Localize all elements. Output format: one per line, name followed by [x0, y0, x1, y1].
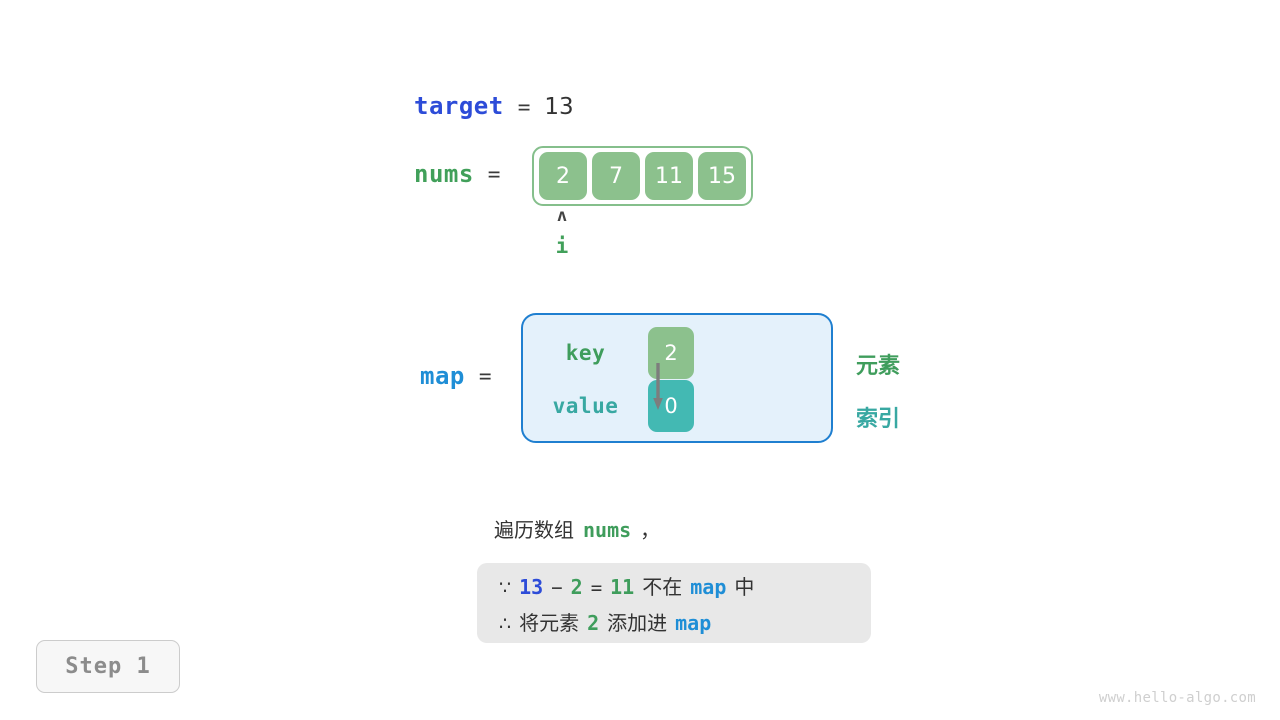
watermark: www.hello-algo.com [1098, 690, 1256, 706]
explanation-heading: 遍历数组 nums ， [494, 514, 660, 543]
map-key-label: key [565, 341, 606, 365]
nums-declaration: nums = [414, 160, 500, 188]
line1-map-word: map [690, 574, 727, 599]
nums-variable-label: nums [414, 160, 474, 188]
map-value-row: value 0 [523, 380, 831, 432]
map-variable-label: map [420, 362, 465, 390]
line1-target-value: 13 [519, 574, 544, 599]
map-key-row: key 2 [523, 327, 831, 379]
explanation-heading-variable: nums [583, 518, 632, 542]
hash-map-container: key 2 value 0 [521, 313, 833, 443]
line1-equals-operator: = [590, 576, 603, 599]
index-pointer-label: i [555, 234, 569, 258]
map-equals-sign: = [478, 364, 492, 388]
target-equals-sign: = [517, 95, 531, 119]
map-key-cell: 2 [648, 327, 694, 379]
array-cell: 2 [539, 152, 587, 200]
line1-not-in-text: 不在 [642, 574, 683, 599]
line2-add-element-text: 将元素 [519, 610, 580, 635]
line1-result-value: 11 [610, 574, 635, 599]
down-arrow-icon [653, 363, 663, 410]
line1-minus-operator: − [551, 576, 563, 599]
step-badge: Step 1 [36, 640, 180, 693]
target-declaration: target = 13 [414, 92, 574, 120]
therefore-symbol: ∴ [499, 612, 512, 635]
explanation-line-because: ∵ 13 − 2 = 11 不在 map 中 [499, 571, 849, 600]
caret-up-icon: ʌ [556, 206, 568, 226]
map-value-label: value [552, 394, 619, 418]
map-side-annotations: 元素 索引 [856, 338, 900, 443]
map-declaration: map = [420, 362, 492, 390]
annotation-element: 元素 [856, 354, 901, 379]
line1-in-suffix: 中 [734, 574, 755, 599]
line2-add-into-text: 添加进 [607, 610, 668, 635]
target-variable-label: target [414, 92, 504, 120]
array-cell: 15 [698, 152, 746, 200]
target-value: 13 [544, 94, 574, 120]
line1-num-value: 2 [570, 574, 583, 599]
because-symbol: ∵ [499, 576, 512, 599]
array-cell: 11 [645, 152, 693, 200]
line2-element-value: 2 [587, 610, 600, 635]
explanation-line-therefore: ∴ 将元素 2 添加进 map [499, 607, 849, 636]
annotation-index: 索引 [856, 407, 901, 432]
line2-map-word: map [675, 610, 712, 635]
array-cell: 7 [592, 152, 640, 200]
nums-equals-sign: = [487, 162, 501, 186]
explanation-box: ∵ 13 − 2 = 11 不在 map 中 ∴ 将元素 2 添加进 map [477, 563, 871, 643]
explanation-heading-suffix: ， [640, 518, 661, 542]
explanation-heading-prefix: 遍历数组 [494, 518, 574, 542]
nums-array-container: 2 7 11 15 [532, 146, 753, 206]
map-value-cell: 0 [648, 380, 694, 432]
index-pointer-group: ʌ i [538, 206, 586, 258]
